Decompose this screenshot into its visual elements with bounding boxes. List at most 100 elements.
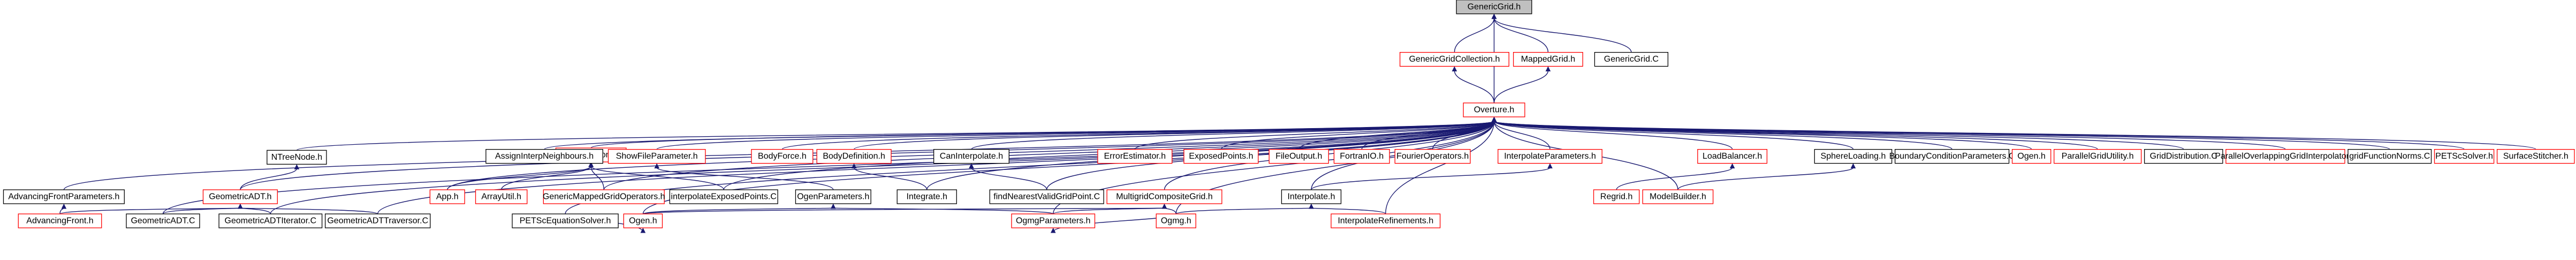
file-node-interpolateexposedpoints-c[interactable]: interpolateExposedPoints.C (669, 189, 778, 204)
file-node-caninterpolate-h[interactable]: CanInterpolate.h (933, 149, 1009, 164)
file-node-gridfunctionnorms-c[interactable]: gridFunctionNorms.C (2347, 149, 2432, 164)
file-node-label: GenericGrid.h (1468, 2, 1521, 11)
file-node-petscsolver-h[interactable]: PETScSolver.h (2434, 149, 2495, 164)
file-node-label: OgenParameters.h (797, 192, 869, 202)
file-node-label: ModelBuilder.h (1650, 192, 1706, 202)
file-node-app-h[interactable]: App.h (429, 189, 465, 204)
file-node-advancingfrontparameters-h[interactable]: AdvancingFrontParameters.h (3, 189, 125, 204)
file-node-ogmg-h[interactable]: Ogmg.h (1156, 213, 1196, 228)
file-node-regrid-h[interactable]: Regrid.h (1593, 189, 1640, 204)
file-node-arrayutil-h[interactable]: ArrayUtil.h (475, 189, 528, 204)
file-node-label: BoundaryConditionParameters.C (1889, 152, 2015, 161)
dependency-edge (831, 203, 1054, 214)
file-node-modelbuilder-h[interactable]: ModelBuilder.h (1642, 189, 1714, 204)
file-node-integrate-h[interactable]: Integrate.h (896, 189, 957, 204)
file-node-ogenparameters-h[interactable]: OgenParameters.h (795, 189, 871, 204)
file-node-bodydefinition-h[interactable]: BodyDefinition.h (816, 149, 892, 164)
file-node-multigridcompositegrid-h[interactable]: MultigridCompositeGrid.h (1106, 189, 1222, 204)
dependency-edge (1454, 13, 1497, 53)
file-node-geometricadttraversor-c[interactable]: GeometricADTTraversor.C (324, 213, 431, 228)
file-node-assigninterpneighbours-h[interactable]: AssignInterpNeighbours.h (485, 149, 603, 164)
dependency-edge (240, 164, 300, 190)
file-node-geometricadtiterator-c[interactable]: GeometricADTIterator.C (218, 213, 323, 228)
file-node-label: ErrorEstimator.h (1104, 152, 1166, 161)
file-node-bodyforce-h[interactable]: BodyForce.h (751, 149, 814, 164)
file-node-showfileparameter-h[interactable]: ShowFileParameter.h (607, 149, 706, 164)
file-node-interpolate-h[interactable]: Interpolate.h (1281, 189, 1342, 204)
file-node-geometricadt-h[interactable]: GeometricADT.h (202, 189, 278, 204)
dependency-edge (238, 203, 378, 214)
file-node-label: GeometricADT.h (209, 192, 271, 202)
file-node-ogmgparameters-h[interactable]: OgmgParameters.h (1011, 213, 1096, 228)
file-node-sphereloading-h[interactable]: SphereLoading.h (1814, 149, 1893, 164)
file-node-label: LoadBalancer.h (1703, 152, 1762, 161)
file-node-label: GenericGridCollection.h (1409, 55, 1500, 64)
file-node-label: Overture.h (1474, 106, 1515, 115)
file-node-label: interpolateExposedPoints.C (671, 192, 777, 202)
file-node-paralleloverlappinggridinterpolator-h[interactable]: ParallelOverlappingGridInterpolator.h (2215, 149, 2356, 164)
dependency-edge (1493, 66, 1551, 103)
file-node-label: AdvancingFront.h (26, 217, 93, 226)
dependency-edge (1309, 203, 1386, 214)
dependency-edge (1311, 163, 1553, 190)
file-node-label: Integrate.h (907, 192, 948, 202)
file-node-label: ExposedPoints.h (1189, 152, 1253, 161)
file-node-exposedpoints-h[interactable]: ExposedPoints.h (1183, 149, 1259, 164)
file-node-ntreenode-h[interactable]: NTreeNode.h (267, 150, 327, 165)
dependency-edge (1491, 116, 2184, 150)
file-node-geometricadt-c[interactable]: GeometricADT.C (126, 213, 200, 228)
file-node-label: GridDistribution.C (2150, 152, 2217, 161)
file-node-surfacestitcher-h[interactable]: SurfaceStitcher.h (2496, 149, 2575, 164)
file-node-label: findNearestValidGridPoint.C (993, 192, 1100, 202)
dependency-edge (1452, 66, 1495, 103)
file-node-overture-h[interactable]: Overture.h (1463, 102, 1525, 117)
dependency-edge (1677, 163, 1856, 190)
dependency-edge (1616, 163, 1735, 190)
file-node-label: GeometricADTTraversor.C (327, 217, 428, 226)
file-node-fileoutput-h[interactable]: FileOutput.h (1268, 149, 1329, 164)
dependency-edge (969, 163, 1047, 190)
dependency-edge (656, 116, 1497, 150)
file-node-genericgrid-c[interactable]: GenericGrid.C (1594, 52, 1669, 67)
file-node-ogen-h[interactable]: Ogen.h (623, 213, 663, 228)
file-node-label: ParallelGridUtility.h (2062, 152, 2134, 161)
file-node-label: gridFunctionNorms.C (2349, 152, 2430, 161)
file-node-label: BodyDefinition.h (823, 152, 885, 161)
file-node-errorestimator-h[interactable]: ErrorEstimator.h (1097, 149, 1173, 164)
file-node-label: CanInterpolate.h (940, 152, 1003, 161)
file-node-label: Interpolate.h (1288, 192, 1335, 202)
file-node-genericgridcollection-h[interactable]: GenericGridCollection.h (1400, 52, 1509, 67)
file-node-griddistribution-c[interactable]: GridDistribution.C (2144, 149, 2223, 164)
file-node-label: Ogen.h (2017, 152, 2045, 161)
file-node-label: App.h (436, 192, 459, 202)
file-node-label: MultigridCompositeGrid.h (1116, 192, 1213, 202)
file-node-label: OgmgParameters.h (1016, 217, 1091, 226)
dependency-edge (1491, 13, 1632, 53)
dependency-edge (1053, 203, 1167, 214)
file-node-label: GenericMappedGridOperators.h (543, 192, 665, 202)
dependency-edge (1491, 13, 1549, 53)
file-node-findnearestvalidgridpoint-c[interactable]: findNearestValidGridPoint.C (989, 189, 1104, 204)
file-node-mappedgrid-h[interactable]: MappedGrid.h (1513, 52, 1583, 67)
file-node-interpolateparameters-h[interactable]: InterpolateParameters.h (1498, 149, 1602, 164)
file-node-label: Regrid.h (1600, 192, 1632, 202)
file-node-label: ArrayUtil.h (481, 192, 521, 202)
dependency-edge (59, 203, 67, 214)
file-node-fortranio-h[interactable]: FortranIO.h (1333, 149, 1390, 164)
file-node-label: ParallelOverlappingGridInterpolator.h (2215, 152, 2355, 161)
file-node-ogen-h-top[interactable]: Ogen.h (2011, 149, 2051, 164)
file-node-advancingfront-h[interactable]: AdvancingFront.h (18, 213, 102, 228)
file-node-boundaryconditionparameters-c[interactable]: BoundaryConditionParameters.C (1889, 149, 2015, 164)
file-node-label: AdvancingFrontParameters.h (8, 192, 119, 202)
file-node-loadbalancer-h[interactable]: LoadBalancer.h (1697, 149, 1768, 164)
file-node-genericgrid-h[interactable]: GenericGrid.h (1456, 0, 1532, 14)
file-node-parallelgridutility-h[interactable]: ParallelGridUtility.h (2054, 149, 2142, 164)
file-node-petscequationsolver-h[interactable]: PETScEquationSolver.h (512, 213, 619, 228)
file-node-label: Ogmg.h (1161, 217, 1191, 226)
file-node-genericmappedgridoperators-h[interactable]: GenericMappedGridOperators.h (543, 189, 665, 204)
file-node-label: Ogen.h (629, 217, 657, 226)
file-node-label: InterpolateRefinements.h (1338, 217, 1433, 226)
file-node-fourieroperators-h[interactable]: FourierOperators.h (1394, 149, 1471, 164)
file-node-interpolaterefinements-h[interactable]: InterpolateRefinements.h (1331, 213, 1441, 228)
